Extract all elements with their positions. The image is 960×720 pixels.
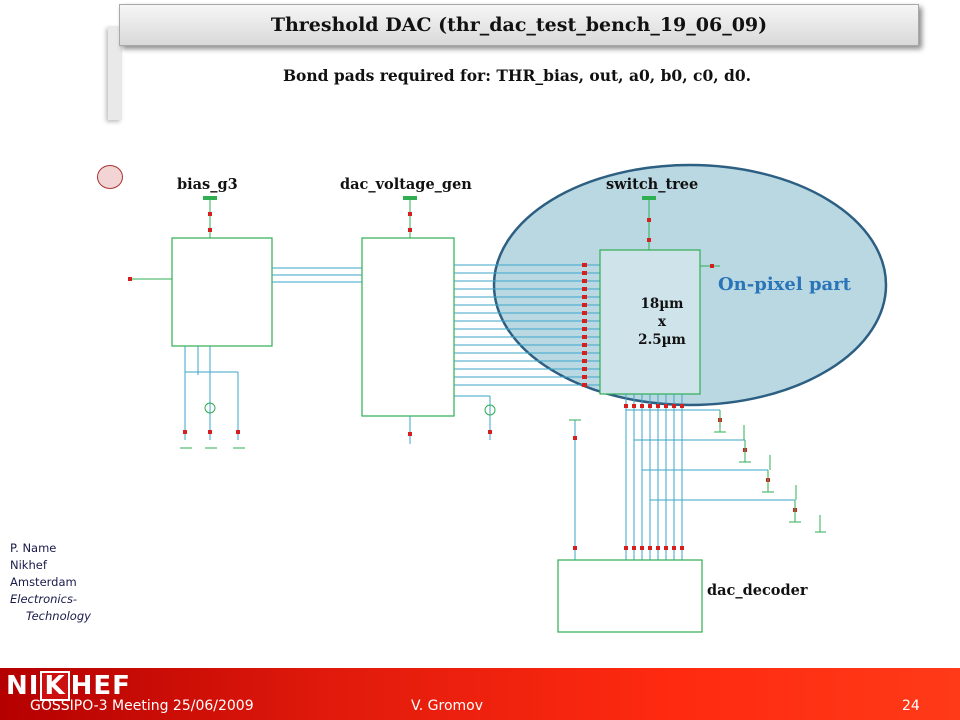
decoder-pins [573, 404, 797, 550]
footer-band [0, 668, 960, 720]
footer-author: V. Gromov [411, 698, 484, 714]
bus-pins [582, 263, 587, 387]
label-dac-decoder: dac_decoder [707, 582, 808, 599]
label-switch-tree: switch_tree [606, 176, 699, 193]
decoder-wires [574, 394, 795, 560]
label-bias-g3: bias_g3 [177, 176, 238, 193]
credit-name: P. Name [10, 541, 57, 555]
dimension-height: 2.5µm [638, 332, 686, 348]
bus-wires [454, 264, 600, 386]
page-number: 24 [902, 698, 920, 714]
slide-sheet-edge [108, 26, 122, 120]
footer-meeting: GOSSIPO-3 Meeting 25/06/2009 [30, 698, 254, 714]
bias-g3-block [128, 196, 273, 449]
credits-block: P. Name Nikhef Amsterdam Electronics- Te… [10, 540, 91, 625]
decorative-circle [97, 165, 123, 189]
dac-decoder-block [557, 559, 703, 633]
ground-stubs [569, 410, 826, 533]
label-dac-voltage-gen: dac_voltage_gen [340, 176, 472, 193]
on-pixel-label: On-pixel part [718, 274, 851, 295]
bias-to-dac-wires [272, 267, 362, 283]
switch-tree-block [599, 196, 720, 395]
slide-title: Threshold DAC (thr_dac_test_bench_19_06_… [119, 4, 919, 46]
credit-city: Amsterdam [10, 575, 77, 589]
credit-institute: Nikhef [10, 558, 47, 572]
credit-dept-2: Technology [26, 609, 91, 623]
dimension-x: x [657, 314, 667, 330]
dimension-width: 18µm [640, 296, 684, 312]
credit-dept: Electronics- [10, 592, 78, 606]
dac-voltage-gen-block [361, 196, 496, 444]
slide-subtitle: Bond pads required for: THR_bias, out, a… [282, 66, 752, 85]
